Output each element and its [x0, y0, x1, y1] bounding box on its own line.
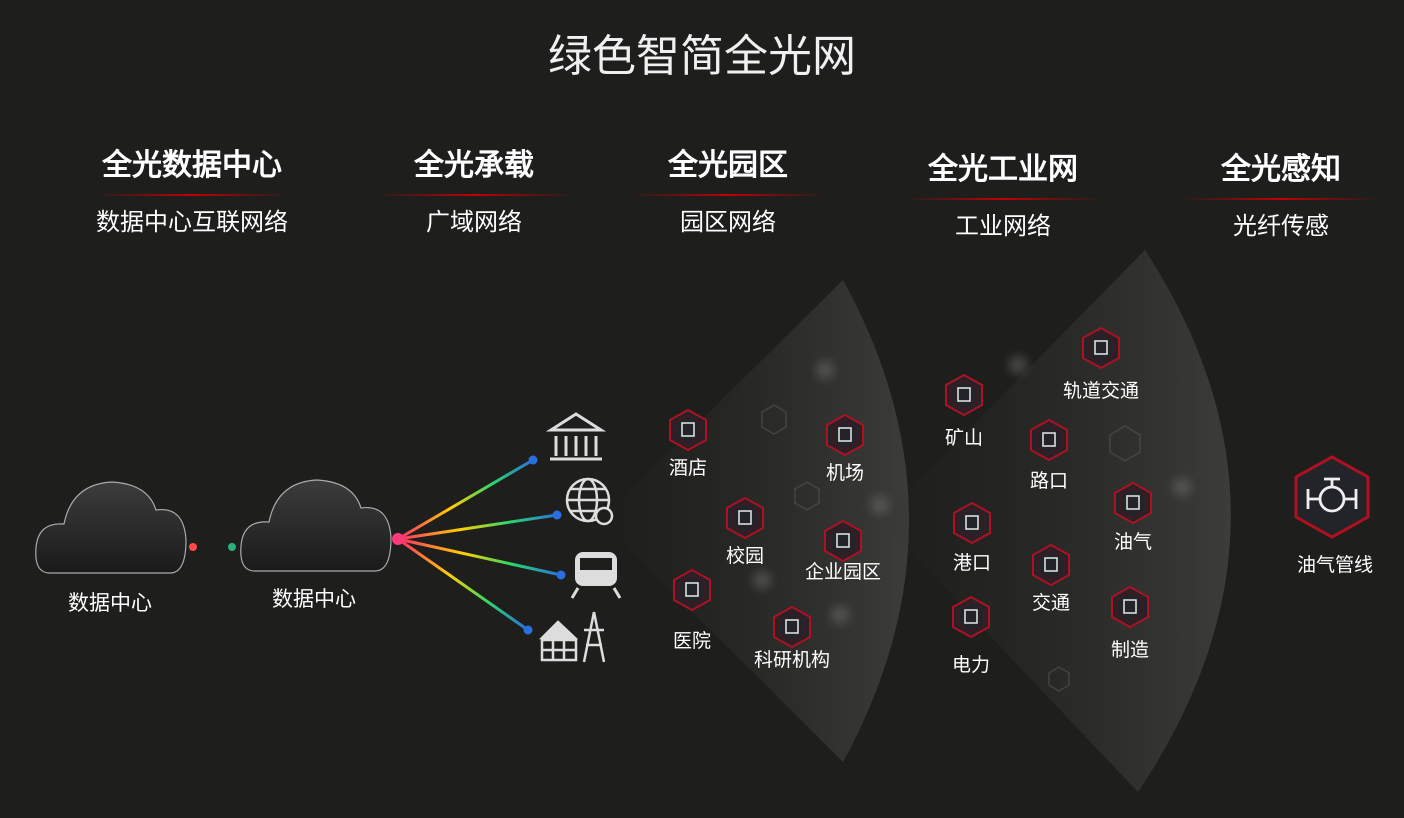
scenario-hex-icon [668, 408, 708, 452]
blurred-hex-decoration [1003, 350, 1033, 380]
scenario-label: 矿山 [944, 427, 983, 449]
scenario-label: 油气 [1113, 531, 1152, 553]
column-heading: 全光承载 [414, 148, 534, 183]
blurred-hex-decoration [1167, 472, 1197, 502]
train-icon [570, 552, 622, 599]
scenario-hex-icon [1110, 585, 1150, 629]
scenario-label: 交通 [1031, 592, 1070, 614]
scenario-label: 医院 [672, 630, 711, 652]
scenario-label: 科研机构 [753, 649, 830, 671]
scenario-label: 轨道交通 [1062, 380, 1139, 402]
bank-icon [545, 412, 607, 461]
column-sub: 数据中心互联网络 [96, 208, 288, 236]
cloud-2 [240, 479, 392, 572]
column-industrial: 全光工业网工业网络 [893, 146, 1113, 246]
divider [92, 194, 292, 196]
blurred-hex-decoration [865, 490, 895, 520]
column-heading: 全光数据中心 [102, 148, 282, 183]
column-sub: 园区网络 [680, 208, 776, 236]
scenario-hex-icon [952, 501, 992, 545]
column-wan: 全光承载广域网络 [364, 142, 584, 242]
cloud-label: 数据中心 [272, 587, 356, 611]
scenario-hex-icon [725, 496, 765, 540]
scenario-label: 酒店 [668, 457, 707, 479]
scenario-label: 校园 [725, 545, 764, 567]
wan-links [397, 458, 562, 632]
column-sub: 广域网络 [426, 208, 522, 236]
scenario-label: 电力 [951, 654, 990, 676]
pipeline-label: 油气管线 [1296, 554, 1373, 576]
blurred-hex-decoration [747, 565, 777, 595]
scenario-hex-icon [951, 595, 991, 639]
column-campus: 全光园区园区网络 [618, 142, 838, 242]
blurred-hex-decoration [810, 355, 840, 385]
page-title: 绿色智简全光网 [548, 31, 856, 82]
scenario-hex-icon [1081, 326, 1121, 370]
column-heading: 全光园区 [668, 148, 788, 183]
scenario-hex-icon [1029, 418, 1069, 462]
pipeline-hex-icon [1292, 453, 1372, 541]
cloud-1 [35, 481, 187, 574]
divider [903, 198, 1103, 200]
scenario-hex-icon [823, 519, 863, 563]
scenario-label: 港口 [952, 552, 991, 574]
scenario-label: 制造 [1110, 639, 1149, 661]
scenario-label: 企业园区 [804, 561, 881, 583]
column-sensing: 全光感知光纤传感 [1171, 146, 1391, 246]
factory-power-icon [538, 611, 606, 663]
scenario-hex-icon [825, 413, 865, 457]
blurred-hex-decoration [825, 600, 855, 630]
scenario-hex-icon [672, 568, 712, 612]
divider [374, 194, 574, 196]
scenario-label: 机场 [825, 462, 864, 484]
scenario-hex-icon [944, 373, 984, 417]
column-sub: 工业网络 [955, 212, 1051, 240]
column-sub: 光纤传感 [1233, 212, 1329, 240]
divider [1181, 198, 1381, 200]
column-heading: 全光感知 [1221, 152, 1341, 187]
column-datacenter: 全光数据中心数据中心互联网络 [82, 142, 302, 242]
decorative-hexagons [761, 404, 1141, 692]
globe-finance-icon [565, 477, 614, 526]
scenario-label: 路口 [1029, 470, 1068, 492]
industrial-fan [880, 250, 1231, 792]
column-heading: 全光工业网 [928, 152, 1078, 187]
cloud-label: 数据中心 [68, 591, 152, 615]
scenario-hex-icon [1031, 543, 1071, 587]
scenario-hex-icon [1113, 481, 1153, 525]
scenario-hex-icon [772, 605, 812, 649]
divider [628, 194, 828, 196]
